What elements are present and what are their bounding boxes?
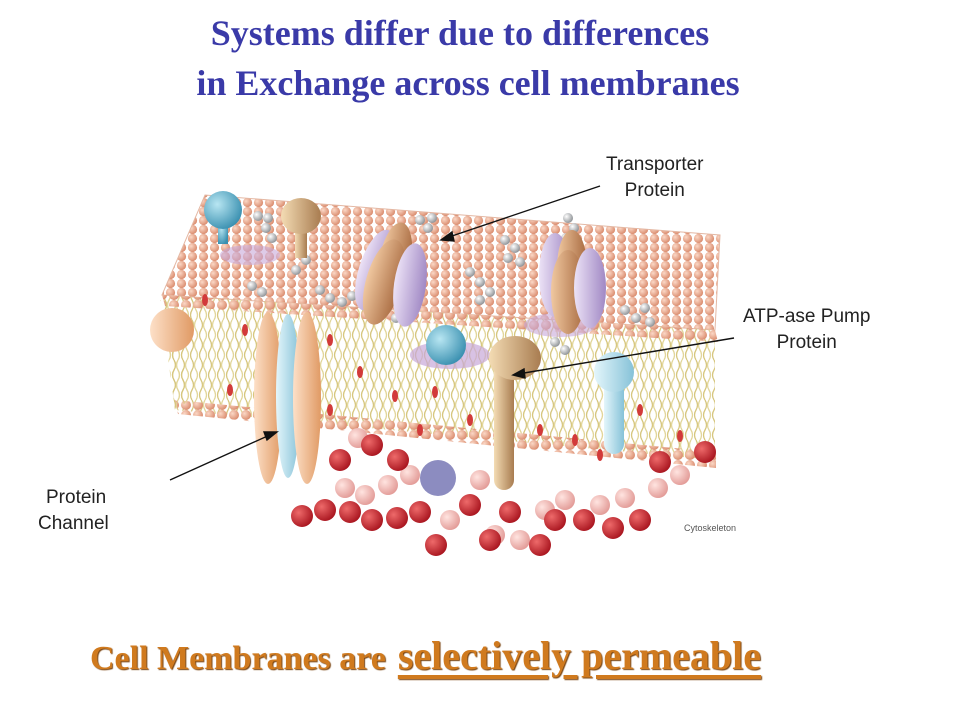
footer-prefix: Cell Membranes are: [90, 640, 386, 677]
atpase-label-line-1: ATP-ase Pump: [743, 306, 871, 327]
slide-title-line-2: in Exchange across cell membranes: [196, 63, 740, 103]
atpase-pump-protein: [489, 336, 541, 490]
transporter-protein-right: [539, 230, 606, 334]
transporter-label-line-2: Protein: [624, 180, 685, 201]
protein-channel: [254, 312, 321, 484]
cytoskeleton-filaments: [291, 428, 716, 556]
cytoskeleton-caption: Cytoskeleton: [684, 523, 737, 533]
label-arrows: [169, 185, 735, 481]
slide-title-line-1: Systems differ due to differences: [210, 13, 710, 53]
protein-channel-label: Protein Channel: [38, 485, 109, 537]
atpase-arrow: [517, 337, 735, 375]
atpase-label-line-2: Protein: [776, 332, 837, 353]
transporter-protein-label: Transporter Protein: [606, 152, 704, 204]
footer-emphasis: selectively permeable: [397, 633, 762, 678]
transporter-arrow: [445, 185, 601, 239]
channel-arrow: [169, 433, 273, 481]
footer-statement: Cell Membranes are selectively permeable: [90, 632, 761, 679]
transporter-protein-left: [354, 222, 427, 327]
peripheral-proteins: [150, 191, 466, 365]
transporter-label-line-1: Transporter: [606, 154, 704, 175]
atpase-pump-label: ATP-ase Pump Protein: [743, 304, 870, 356]
blue-membrane-protein: [594, 352, 634, 454]
channel-label-line-2: Channel: [38, 513, 109, 534]
channel-label-line-1: Protein: [46, 487, 107, 508]
